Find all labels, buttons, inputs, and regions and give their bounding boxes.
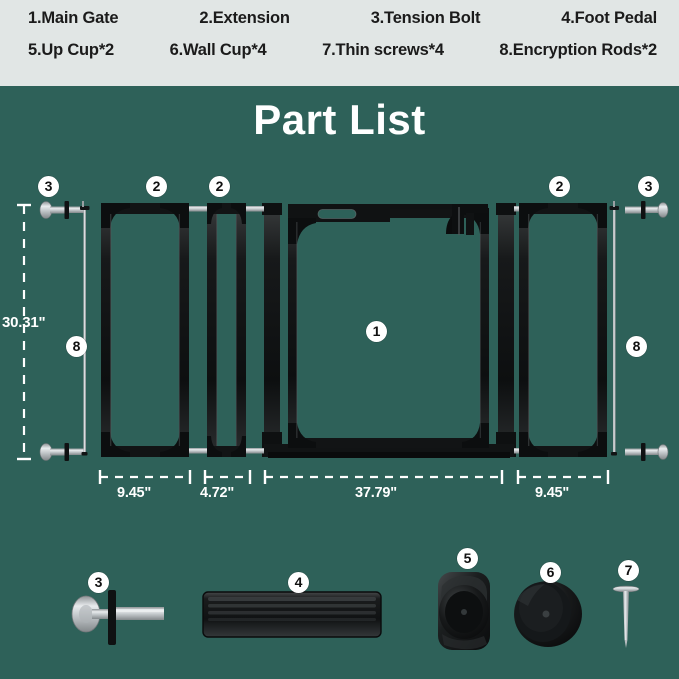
dimension-line-main-gate [263, 470, 504, 484]
main-gate [248, 203, 530, 458]
legend-item-main-gate: 1.Main Gate [28, 9, 119, 27]
tension-bolt-right-bottom [625, 443, 669, 461]
legend-item-extension: 2.Extension [199, 9, 290, 27]
dimension-line-extension-left [98, 470, 192, 484]
legend-item-encryption-rods: 8.Encryption Rods*2 [499, 41, 657, 59]
dimension-line-vertical [17, 203, 31, 461]
extension-panel-left-narrow [207, 203, 264, 457]
extension-panel-left-wide [101, 203, 207, 457]
callout-5-up-cup: 5 [457, 548, 478, 569]
dimension-extension-left-9-45: 9.45" [117, 485, 152, 501]
callout-4-foot-pedal: 4 [288, 572, 309, 593]
part-5-up-cup [438, 572, 490, 650]
tension-bolt-left-top [39, 201, 85, 219]
dimension-line-extension-narrow [203, 470, 252, 484]
legend-row-1: 1.Main Gate 2.Extension 3.Tension Bolt 4… [28, 9, 657, 41]
dimension-extension-narrow-4-72: 4.72" [200, 485, 235, 501]
part-4-foot-pedal [202, 591, 382, 638]
callout-2-extension-narrow-left: 2 [209, 176, 230, 197]
dimension-extension-right-9-45: 9.45" [535, 485, 570, 501]
callout-7-thin-screw: 7 [618, 560, 639, 581]
part-3-tension-bolt-detail [71, 590, 164, 645]
legend-item-tension-bolt: 3.Tension Bolt [370, 9, 481, 27]
parts-legend: 1.Main Gate 2.Extension 3.Tension Bolt 4… [0, 0, 679, 86]
callout-3-tension-bolt-right: 3 [638, 176, 659, 197]
callout-6-wall-cup: 6 [540, 562, 561, 583]
dimension-line-extension-right [516, 470, 610, 484]
legend-item-up-cup: 5.Up Cup*2 [28, 41, 115, 59]
callout-1-main-gate: 1 [366, 321, 387, 342]
callout-2-extension-wide-left: 2 [146, 176, 167, 197]
tension-bolt-right-top [625, 201, 669, 219]
callout-3-tension-bolt-detail: 3 [88, 572, 109, 593]
dimension-main-gate-37-79: 37.79" [355, 485, 397, 501]
callout-8-encryption-rod-right: 8 [626, 336, 647, 357]
encryption-rod-right [609, 201, 619, 456]
legend-item-thin-screws: 7.Thin screws*4 [322, 41, 444, 59]
part-7-thin-screw [612, 585, 640, 648]
extension-panel-right [519, 203, 607, 457]
legend-item-foot-pedal: 4.Foot Pedal [561, 9, 657, 27]
callout-2-extension-right: 2 [549, 176, 570, 197]
tension-bolt-left-bottom [39, 443, 85, 461]
part-6-wall-cup [514, 581, 582, 647]
legend-item-wall-cup: 6.Wall Cup*4 [169, 41, 267, 59]
page-title: Part List [253, 96, 426, 143]
callout-8-encryption-rod-left: 8 [66, 336, 87, 357]
dimension-height-30-31: 30.31" [2, 314, 46, 331]
gate-latch [446, 204, 488, 235]
legend-row-2: 5.Up Cup*2 6.Wall Cup*4 7.Thin screws*4 … [28, 41, 657, 73]
callout-3-tension-bolt-left: 3 [38, 176, 59, 197]
encryption-rod-left [80, 201, 90, 456]
